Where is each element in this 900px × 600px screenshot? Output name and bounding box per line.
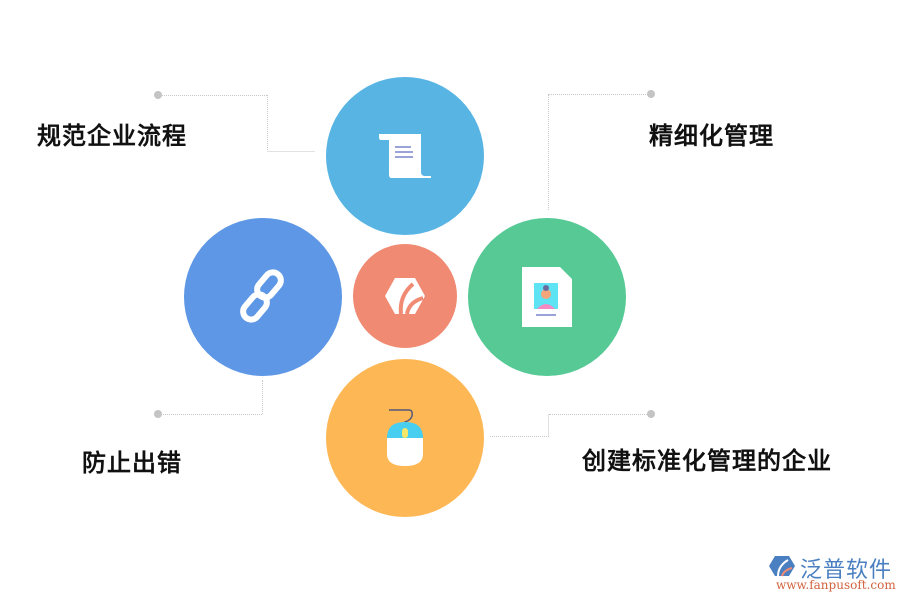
connector-line bbox=[262, 380, 263, 414]
connector-line bbox=[267, 95, 268, 152]
connector-line bbox=[160, 95, 267, 96]
connector-line bbox=[549, 414, 649, 415]
node-prevent-errors bbox=[184, 218, 342, 376]
label-prevent-errors: 防止出错 bbox=[82, 449, 182, 477]
chain-link-icon bbox=[240, 269, 284, 323]
node-standardized-enterprise bbox=[326, 359, 484, 517]
id-card-document-icon bbox=[522, 267, 572, 327]
connector-line bbox=[548, 414, 549, 436]
connector-line bbox=[267, 151, 315, 152]
node-standardize-process bbox=[326, 77, 484, 235]
node-fine-management bbox=[468, 218, 626, 376]
connector-line bbox=[548, 94, 648, 95]
computer-mouse-icon bbox=[387, 409, 423, 466]
label-fine-management: 精细化管理 bbox=[649, 122, 774, 150]
watermark-brand-name: 泛普软件 bbox=[800, 558, 893, 583]
scroll-document-icon bbox=[379, 134, 431, 178]
node-center-brand bbox=[353, 244, 457, 348]
label-standardize-process: 规范企业流程 bbox=[37, 122, 187, 150]
brand-hexagon-icon bbox=[385, 278, 425, 315]
connector-dot-bottom-left bbox=[154, 410, 162, 418]
connector-line bbox=[490, 436, 549, 437]
connector-dot-top-right bbox=[647, 90, 655, 98]
connector-dot-bottom-right bbox=[647, 410, 655, 418]
brand-logo-icon bbox=[769, 556, 795, 577]
connector-line bbox=[548, 94, 549, 210]
label-standardized-enterprise: 创建标准化管理的企业 bbox=[582, 447, 832, 475]
connector-line bbox=[160, 414, 262, 415]
watermark-url: www.fanpusoft.com bbox=[776, 578, 896, 592]
connector-dot-top-left bbox=[154, 91, 162, 99]
